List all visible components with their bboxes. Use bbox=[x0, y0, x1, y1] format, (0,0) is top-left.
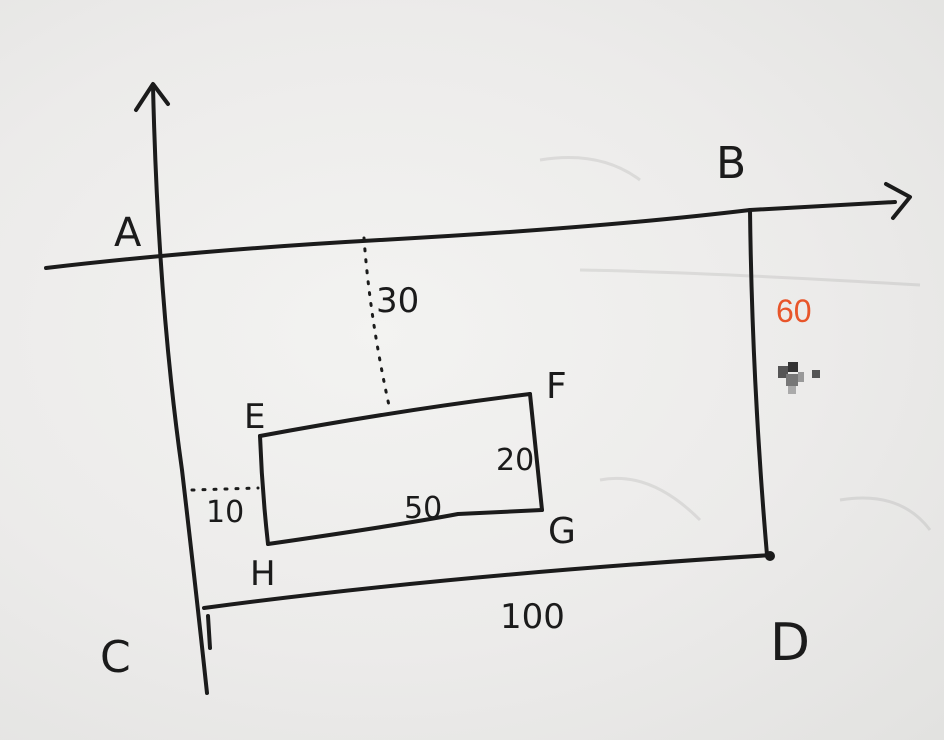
rect-edge-ef bbox=[258, 392, 532, 438]
dimension-inner-height: 20 bbox=[496, 443, 534, 478]
vertical-axis-line bbox=[151, 84, 209, 695]
dimension-inner-width: 50 bbox=[404, 491, 442, 526]
label-point-a: A bbox=[114, 210, 142, 256]
annotation-outer-height: 60 bbox=[776, 293, 812, 329]
redacted-mark bbox=[778, 362, 820, 394]
edge-bd bbox=[748, 208, 769, 557]
dimension-left-gap: 10 bbox=[206, 495, 244, 530]
bleed-through-marks bbox=[539, 156, 932, 531]
edge-cd bbox=[202, 553, 774, 610]
label-point-c: C bbox=[100, 632, 131, 683]
vertical-axis-arrowhead bbox=[134, 82, 170, 112]
rect-edge-fg bbox=[528, 392, 544, 512]
label-point-g: G bbox=[548, 511, 576, 552]
dimension-top-gap: 30 bbox=[376, 281, 419, 321]
label-point-h: H bbox=[250, 554, 276, 594]
dimension-outer-width: 100 bbox=[500, 597, 565, 637]
label-point-b: B bbox=[716, 138, 746, 189]
point-d-dot bbox=[765, 551, 775, 561]
horizontal-axis-arrowhead bbox=[884, 182, 912, 220]
rect-edge-he bbox=[258, 434, 270, 546]
dotted-guide-top bbox=[362, 236, 392, 412]
dotted-guide-left bbox=[190, 486, 260, 492]
point-c-tick bbox=[206, 614, 212, 650]
label-point-d: D bbox=[770, 613, 810, 673]
horizontal-axis-line bbox=[44, 200, 897, 270]
rect-edge-gh bbox=[266, 508, 544, 546]
label-point-e: E bbox=[244, 397, 265, 437]
label-point-f: F bbox=[546, 366, 567, 407]
